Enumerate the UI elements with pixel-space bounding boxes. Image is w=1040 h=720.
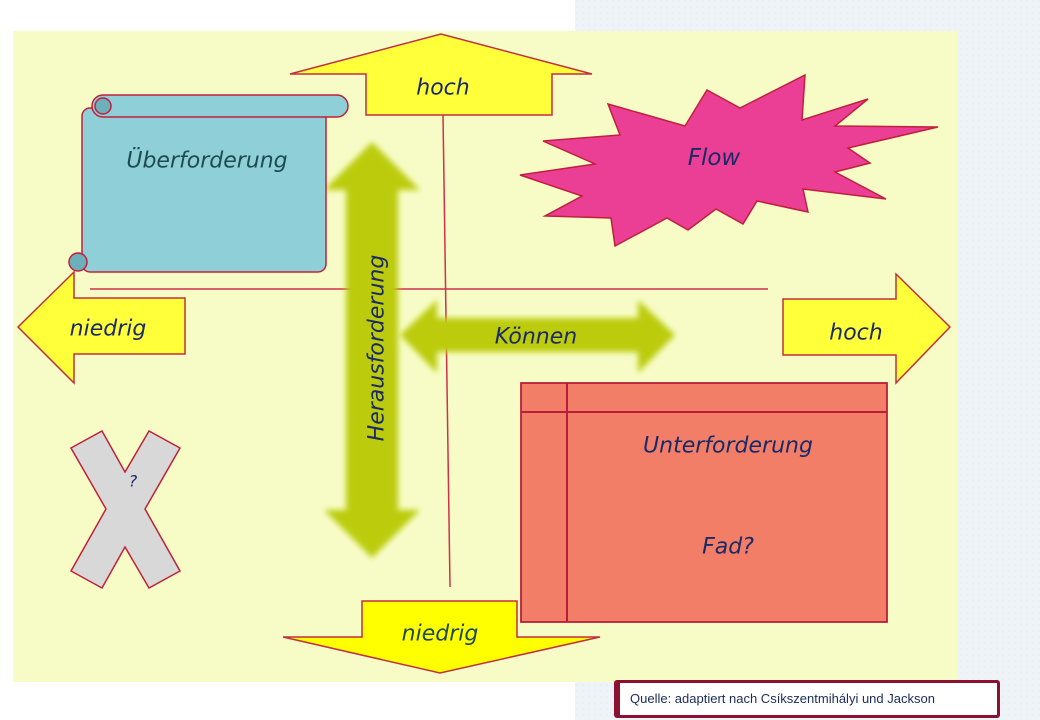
left-arrow-label: niedrig <box>69 316 147 342</box>
overload-label: Überforderung <box>126 148 288 174</box>
source-citation: Quelle: adaptiert nach Csíkszentmihályi … <box>630 691 935 706</box>
underload-label: Unterforderung <box>643 433 813 459</box>
unknown-quadrant-label: ? <box>128 471 138 491</box>
flow-starburst <box>519 73 939 248</box>
challenge-axis-label: Herausforderung <box>364 254 390 442</box>
underload-box <box>520 382 888 623</box>
bottom-arrow-label: niedrig <box>401 621 479 647</box>
arrow-down-low <box>282 600 601 674</box>
skill-axis-label: Können <box>494 324 578 350</box>
skill-double-arrow <box>400 300 675 373</box>
arrow-up-high <box>289 33 593 116</box>
overload-scroll <box>68 94 349 273</box>
arrow-left-low <box>16 270 186 385</box>
flow-label: Flow <box>687 145 741 171</box>
arrow-right-high <box>782 272 952 385</box>
right-arrow-label: hoch <box>829 320 883 346</box>
top-arrow-label: hoch <box>416 75 470 101</box>
x-shape <box>69 429 182 590</box>
source-box: Quelle: adaptiert nach Csíkszentmihályi … <box>614 680 1000 718</box>
bored-label: Fad? <box>702 534 754 560</box>
challenge-double-arrow <box>324 142 420 558</box>
